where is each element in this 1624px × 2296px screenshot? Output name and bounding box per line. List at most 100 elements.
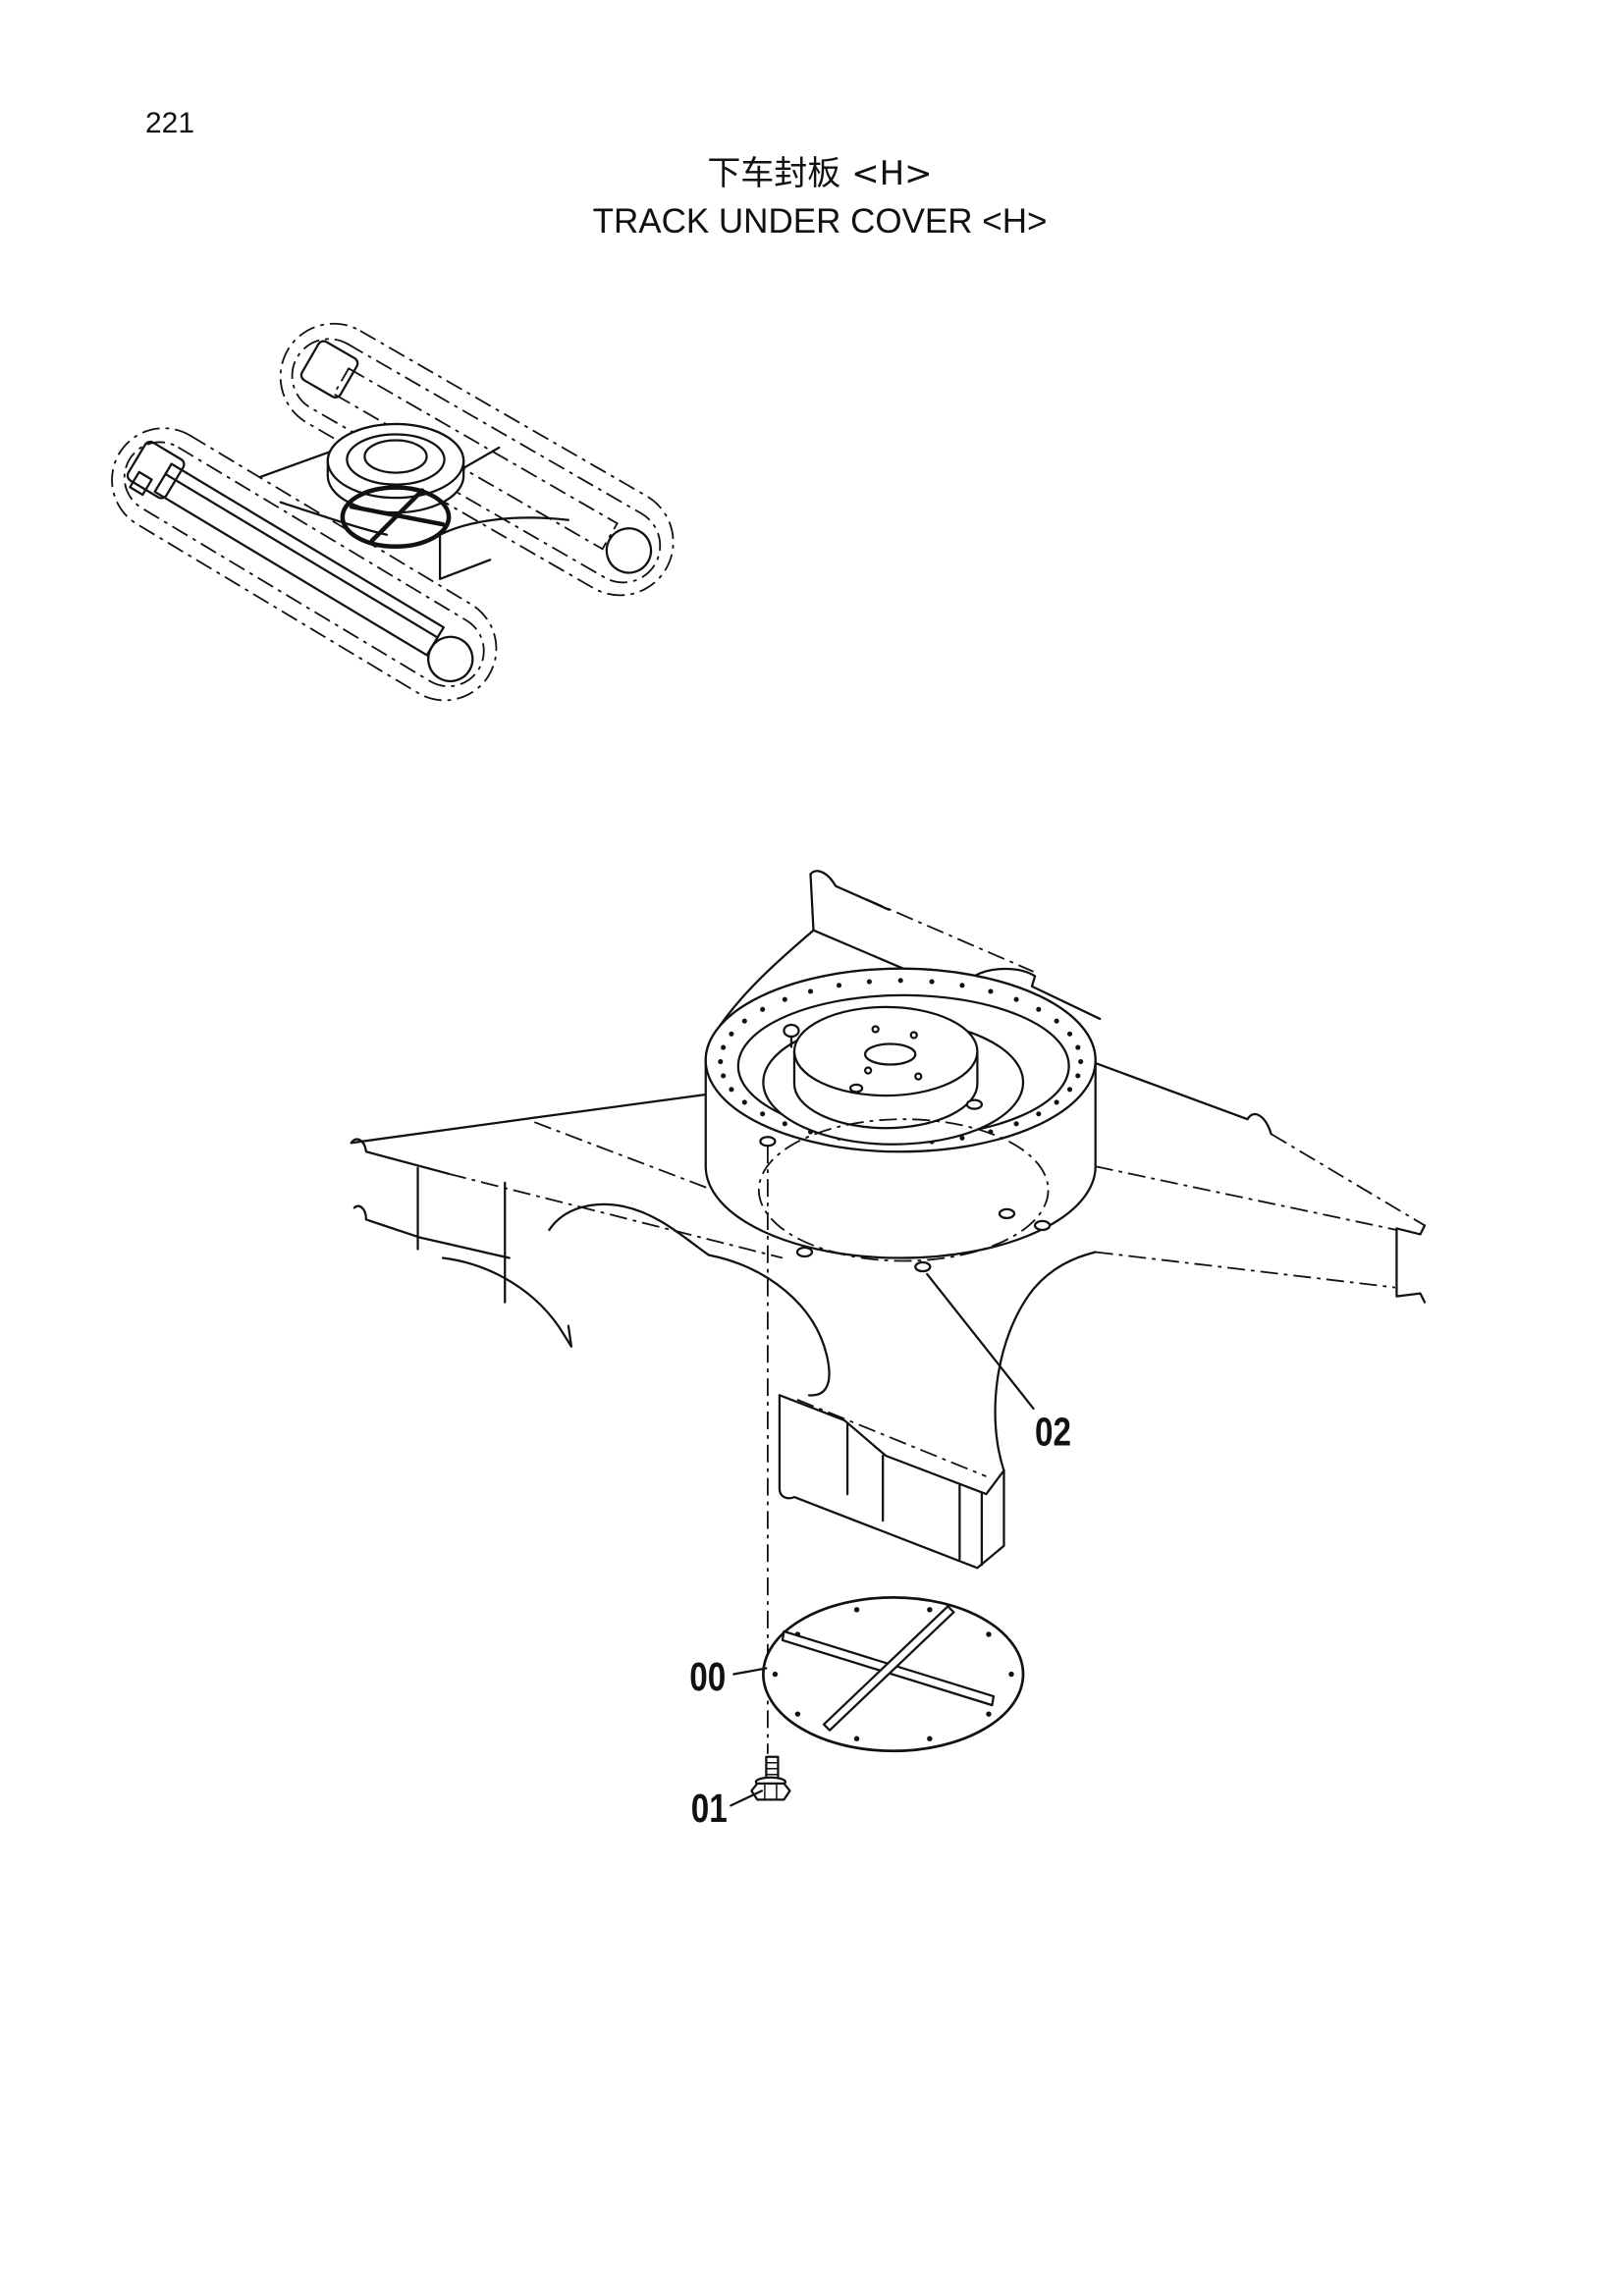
hub-hole bbox=[871, 1025, 880, 1034]
swing-ring-bolt-hole bbox=[741, 1018, 747, 1024]
swing-ring-bolt-hole bbox=[1013, 996, 1019, 1002]
hub-hole bbox=[864, 1066, 873, 1075]
callout-02: 02 bbox=[926, 1272, 1071, 1454]
bolt-head-edges bbox=[764, 1783, 778, 1801]
left-leg-upper-curve bbox=[548, 1202, 710, 1256]
callout-02-leader bbox=[926, 1272, 1035, 1411]
swing-ring-bolt-hole bbox=[721, 1044, 727, 1050]
main-drawing: 02 00 01 bbox=[350, 870, 1427, 1831]
underside-cover-seat-outline bbox=[757, 1118, 1050, 1262]
page-title-english: TRACK UNDER COVER <H> bbox=[592, 202, 1048, 240]
swing-ring-bolt-hole bbox=[1036, 1111, 1042, 1117]
callout-02-label: 02 bbox=[1035, 1409, 1071, 1454]
right-leg-end-face bbox=[1395, 1224, 1427, 1304]
rear-track-frame bbox=[332, 367, 619, 551]
swing-ring-overview-hub bbox=[363, 439, 428, 474]
under-cover-overview-outline bbox=[340, 485, 452, 550]
front-leg-top-edge bbox=[778, 1394, 1005, 1496]
right-leg-lower-edge bbox=[1095, 1251, 1396, 1289]
under-cover-bolt-hole bbox=[853, 1607, 860, 1613]
swing-ring-bolt-hole bbox=[897, 978, 903, 984]
bolt bbox=[750, 1755, 791, 1801]
bolt-thread-lines bbox=[765, 1762, 780, 1776]
center-frame-edge bbox=[279, 501, 389, 536]
underside-bolt-hole bbox=[998, 1207, 1016, 1220]
under-cover-bolt-hole bbox=[1008, 1671, 1014, 1678]
frame-right-leg bbox=[1094, 1061, 1427, 1304]
callout-00-leader bbox=[732, 1667, 768, 1676]
swing-ring-center-hole bbox=[864, 1042, 917, 1066]
swing-ring-bolt-hole bbox=[718, 1058, 724, 1065]
left-leg-lower-curve bbox=[441, 1256, 573, 1348]
left-leg-lower-flange bbox=[352, 1204, 511, 1259]
underside-bolt-hole bbox=[795, 1246, 814, 1258]
swing-ring-bolt-hole bbox=[836, 983, 842, 988]
swing-ring-bolt-hole bbox=[1066, 1031, 1073, 1037]
swing-ring-bolt-hole bbox=[1075, 1073, 1081, 1079]
hub-hole bbox=[909, 1031, 918, 1040]
swing-ring-bolt-hole bbox=[729, 1087, 734, 1093]
underside-bolt-hole bbox=[914, 1260, 932, 1273]
front-crawler-track bbox=[111, 427, 498, 702]
left-leg-hidden-edge bbox=[448, 1172, 784, 1259]
swing-ring-bolt-hole bbox=[1054, 1018, 1059, 1024]
underside-bolt-hole bbox=[1033, 1219, 1052, 1232]
swing-ring-bolt-hole bbox=[1013, 1121, 1019, 1127]
swing-ring bbox=[704, 967, 1097, 1259]
swing-ring-bolt-hole bbox=[1078, 1058, 1084, 1065]
underside-bolt-hole bbox=[965, 1098, 984, 1110]
swing-ring-bolt-hole bbox=[741, 1099, 747, 1105]
rear-leg-top-edge bbox=[835, 884, 1034, 973]
under-cover-bolt-hole bbox=[853, 1735, 860, 1741]
swing-ring-hub-holes bbox=[864, 1025, 923, 1081]
right-leg-top-edge-hidden bbox=[1271, 1133, 1426, 1227]
center-frame-edge bbox=[438, 516, 570, 536]
rear-track-idler-block bbox=[299, 340, 359, 399]
swing-ring-bolt-hole bbox=[988, 988, 994, 994]
front-track-frame-edge bbox=[164, 472, 439, 639]
swing-ring-bolt-hole bbox=[760, 1111, 766, 1117]
swing-ring-bolt-hole bbox=[807, 988, 814, 994]
left-leg-top-edge bbox=[350, 1093, 710, 1145]
under-cover-bolt-hole bbox=[927, 1607, 933, 1613]
swing-ring-bolt-hole bbox=[1036, 1006, 1042, 1012]
under-cover-bolt-hole bbox=[986, 1631, 992, 1637]
callout-01-leader bbox=[730, 1789, 764, 1807]
underside-bolt-hole bbox=[759, 1136, 777, 1148]
under-cover-bolt-hole bbox=[794, 1711, 801, 1717]
front-track-frame bbox=[153, 462, 445, 657]
frame-front-leg bbox=[707, 1251, 1097, 1570]
front-track-inner-outline bbox=[123, 441, 485, 688]
swing-ring-bolt-hole bbox=[782, 1121, 787, 1127]
front-track-sprocket bbox=[427, 635, 474, 683]
front-leg-hidden-edge bbox=[796, 1399, 987, 1477]
under-cover-plate bbox=[762, 1596, 1025, 1753]
callout-00-label: 00 bbox=[689, 1654, 726, 1699]
right-leg-top-edge bbox=[1094, 1061, 1272, 1136]
under-cover-bolt-hole bbox=[986, 1711, 992, 1717]
swing-ring-hub-top bbox=[792, 1005, 979, 1097]
swing-ring-bolt-hole bbox=[1066, 1087, 1073, 1093]
swing-ring-overview-inner bbox=[346, 433, 446, 486]
frame-left-leg bbox=[350, 1093, 784, 1348]
ring-mark-symbol bbox=[783, 1023, 800, 1048]
under-cover-overview-highlight bbox=[340, 485, 452, 550]
rear-track-sprocket bbox=[605, 527, 653, 574]
callout-00: 00 bbox=[689, 1654, 768, 1699]
under-cover-bolt-hole bbox=[927, 1735, 933, 1741]
swing-ring-bolt-hole bbox=[929, 979, 935, 985]
bolt-hex-head bbox=[750, 1782, 791, 1801]
under-cover-bolt-hole bbox=[772, 1671, 779, 1678]
front-leg-right-curve bbox=[994, 1251, 1097, 1472]
swing-ring-bolt-hole bbox=[1075, 1044, 1081, 1050]
center-frame-edge bbox=[460, 446, 501, 471]
swing-ring-bolt-hole bbox=[959, 1135, 965, 1141]
swing-ring-bolt-hole bbox=[760, 1006, 766, 1012]
callout-01: 01 bbox=[691, 1786, 764, 1831]
front-leg-left-curve bbox=[707, 1254, 831, 1397]
front-track-idler-bracket bbox=[129, 470, 153, 497]
swing-ring-bolt-hole bbox=[959, 983, 965, 988]
rear-leg-tip bbox=[973, 967, 1102, 1021]
swing-ring-bolt-hole bbox=[1054, 1099, 1059, 1105]
underside-bolt-hole bbox=[848, 1083, 864, 1094]
